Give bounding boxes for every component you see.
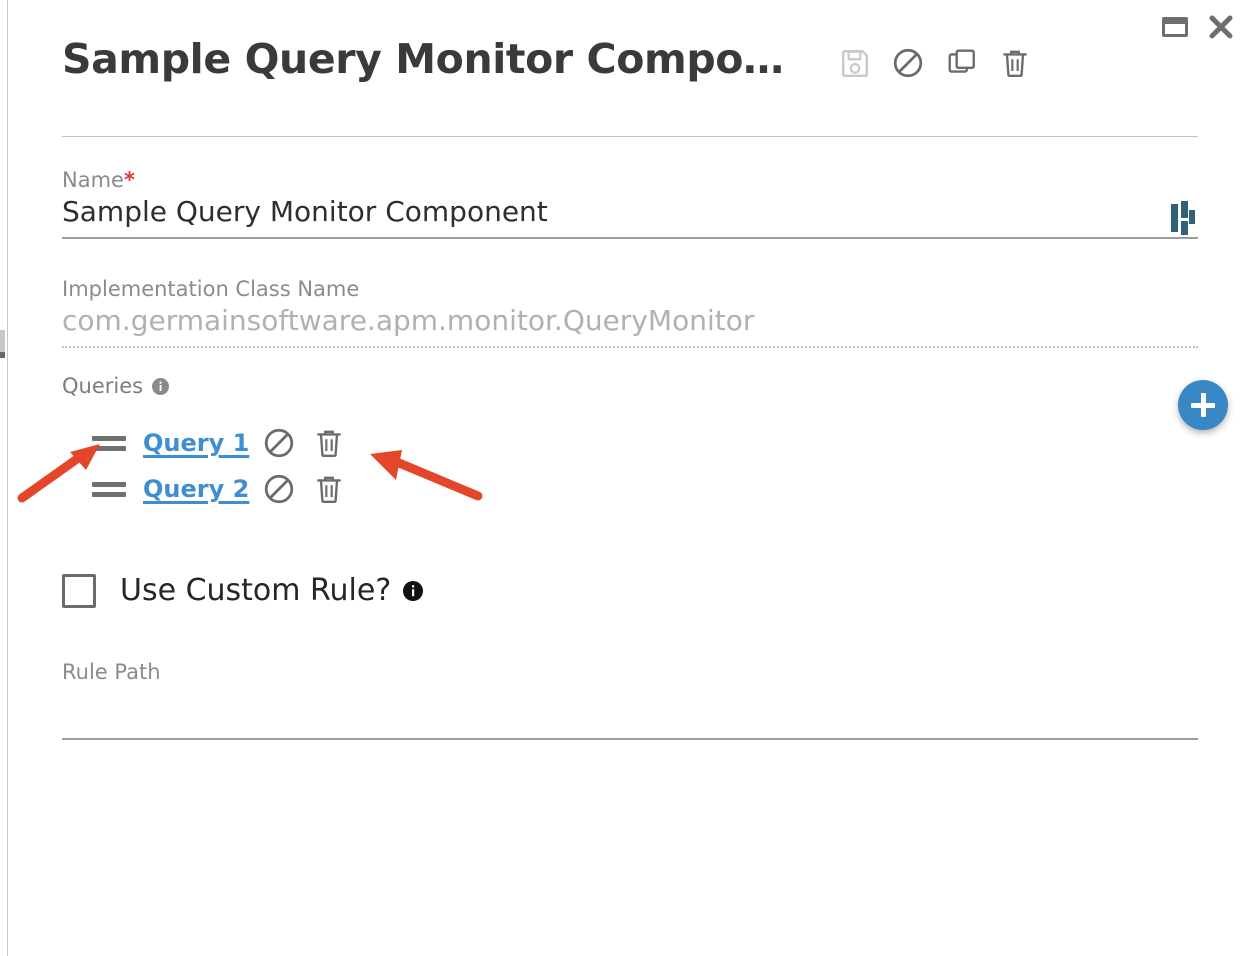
queries-list: Query 1	[62, 420, 1198, 512]
use-custom-rule-label: Use Custom Rule?	[120, 573, 392, 609]
name-label: Name*	[62, 168, 1198, 193]
name-label-text: Name	[62, 168, 124, 192]
page-title: Sample Query Monitor Compo…	[62, 35, 784, 83]
query-link[interactable]: Query 1	[143, 429, 250, 458]
close-icon[interactable]	[1208, 14, 1234, 40]
info-icon[interactable]	[152, 377, 170, 395]
trash-icon[interactable]	[315, 427, 343, 459]
name-input-row: Sample Query Monitor Component	[62, 193, 1198, 240]
delete-icon[interactable]	[1000, 47, 1030, 79]
required-marker: *	[123, 168, 135, 192]
field-rule-path: Rule Path	[62, 660, 1198, 740]
drag-handle-icon[interactable]	[92, 478, 126, 500]
trash-icon[interactable]	[315, 473, 343, 505]
name-input[interactable]: Sample Query Monitor Component	[62, 195, 548, 229]
field-implementation-class: Implementation Class Name com.germainsof…	[62, 277, 1198, 349]
custom-rule-row: Use Custom Rule?	[62, 573, 1198, 609]
block-icon[interactable]	[263, 427, 295, 459]
window-controls	[1160, 14, 1234, 40]
window-restore-icon[interactable]	[1160, 14, 1190, 40]
scroll-marker	[0, 330, 5, 352]
scroll-thumb[interactable]	[0, 352, 5, 358]
save-icon[interactable]	[840, 48, 870, 78]
form-body: Name* Sample Query Monitor Component Imp…	[62, 168, 1198, 740]
rule-path-label: Rule Path	[62, 660, 161, 685]
panel-left-edge	[0, 0, 8, 956]
copy-icon[interactable]	[946, 47, 978, 79]
queries-label: Queries	[62, 374, 144, 399]
list-item: Query 2	[62, 466, 1198, 512]
queries-section: Queries Query 1	[62, 374, 1198, 512]
queries-header: Queries	[62, 374, 1198, 398]
add-query-button[interactable]	[1178, 380, 1228, 430]
use-custom-rule-checkbox[interactable]	[62, 574, 96, 609]
dialog-header: Sample Query Monitor Compo…	[62, 35, 1198, 83]
drag-handle-icon[interactable]	[92, 432, 126, 454]
rule-path-input[interactable]	[62, 686, 1198, 740]
implementation-class-label: Implementation Class Name	[62, 277, 360, 302]
cancel-icon[interactable]	[892, 47, 924, 79]
germain-logo-icon	[1168, 201, 1198, 236]
header-actions	[840, 41, 1030, 79]
query-link[interactable]: Query 2	[143, 475, 250, 504]
implementation-class-value: com.germainsoftware.apm.monitor.QueryMon…	[62, 302, 1198, 349]
info-icon[interactable]	[403, 581, 424, 602]
list-item: Query 1	[62, 420, 1198, 466]
field-name: Name* Sample Query Monitor Component	[62, 168, 1198, 240]
header-divider	[62, 136, 1198, 137]
block-icon[interactable]	[263, 473, 295, 505]
